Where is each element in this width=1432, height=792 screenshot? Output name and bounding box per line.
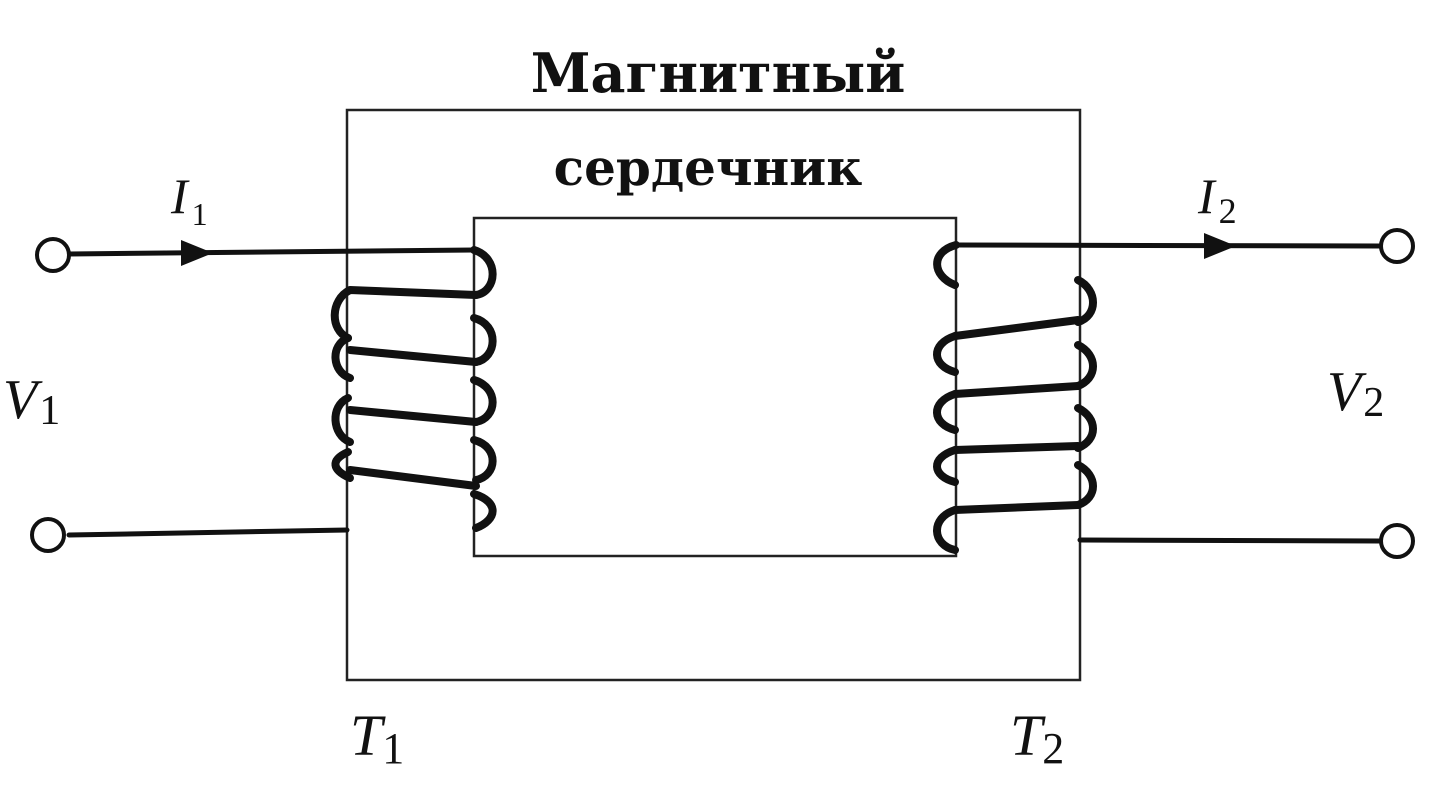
core-window bbox=[472, 216, 958, 558]
primary-winding bbox=[330, 246, 497, 532]
voltage-primary-label: V1 bbox=[3, 369, 60, 434]
primary-top-wire bbox=[66, 247, 477, 257]
primary-current-arrow bbox=[181, 240, 213, 266]
terminal-primary-label: T1 bbox=[350, 703, 404, 773]
terminal-secondary-label: T2 bbox=[1010, 703, 1064, 773]
secondary-current-arrow bbox=[1204, 233, 1236, 259]
secondary-top-terminal bbox=[1379, 228, 1415, 264]
secondary-top-wire bbox=[953, 242, 1383, 249]
secondary-bottom-wire bbox=[1077, 537, 1383, 544]
primary-bottom-terminal bbox=[30, 517, 66, 553]
secondary-winding bbox=[933, 241, 1097, 554]
voltage-secondary-label: V2 bbox=[1327, 361, 1384, 426]
core-title-line1: Магнитный bbox=[531, 41, 906, 105]
primary-bottom-wire bbox=[66, 527, 350, 538]
core-title-line2: сердечник bbox=[554, 138, 863, 197]
secondary-bottom-terminal bbox=[1379, 523, 1415, 559]
primary-top-terminal bbox=[35, 237, 71, 273]
